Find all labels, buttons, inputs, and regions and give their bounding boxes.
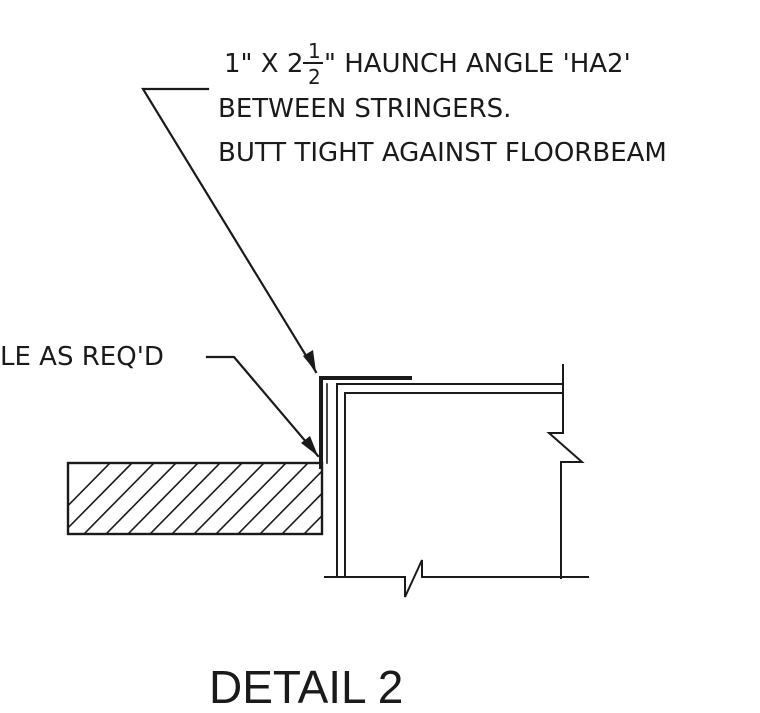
haunch-angle: [319, 376, 412, 469]
shim-note: LE AS REQ'D: [0, 342, 320, 458]
note-line-3: BUTT TIGHT AGAINST FLOORBEAM: [218, 138, 667, 168]
note-left-text: LE AS REQ'D: [0, 342, 164, 372]
stringer: [324, 364, 589, 598]
haunch-angle-note: 1" X 2 1 2 " HAUNCH ANGLE 'HA2' BETWEEN …: [218, 39, 667, 168]
note-line-2: BETWEEN STRINGERS.: [218, 94, 511, 124]
fraction-denominator: 2: [308, 65, 321, 89]
detail-title: DETAIL 2: [209, 661, 403, 713]
haunch-note-leader: [141, 87, 318, 374]
shim-leader-line: [205, 355, 320, 458]
note-line-1-prefix: 1" X 2: [224, 49, 303, 79]
leader-line: [141, 87, 318, 374]
fraction-numerator: 1: [308, 39, 321, 63]
floorbeam-outline: [66, 461, 324, 536]
right-break-line: [546, 364, 585, 579]
hatch-pattern: [68, 463, 322, 534]
note-line-1-suffix: " HAUNCH ANGLE 'HA2': [324, 49, 631, 79]
leader-arrowhead: [303, 350, 316, 372]
floorbeam-section: [66, 461, 324, 536]
shim-leader-arrowhead: [301, 436, 318, 456]
bottom-break-line: [324, 559, 589, 598]
